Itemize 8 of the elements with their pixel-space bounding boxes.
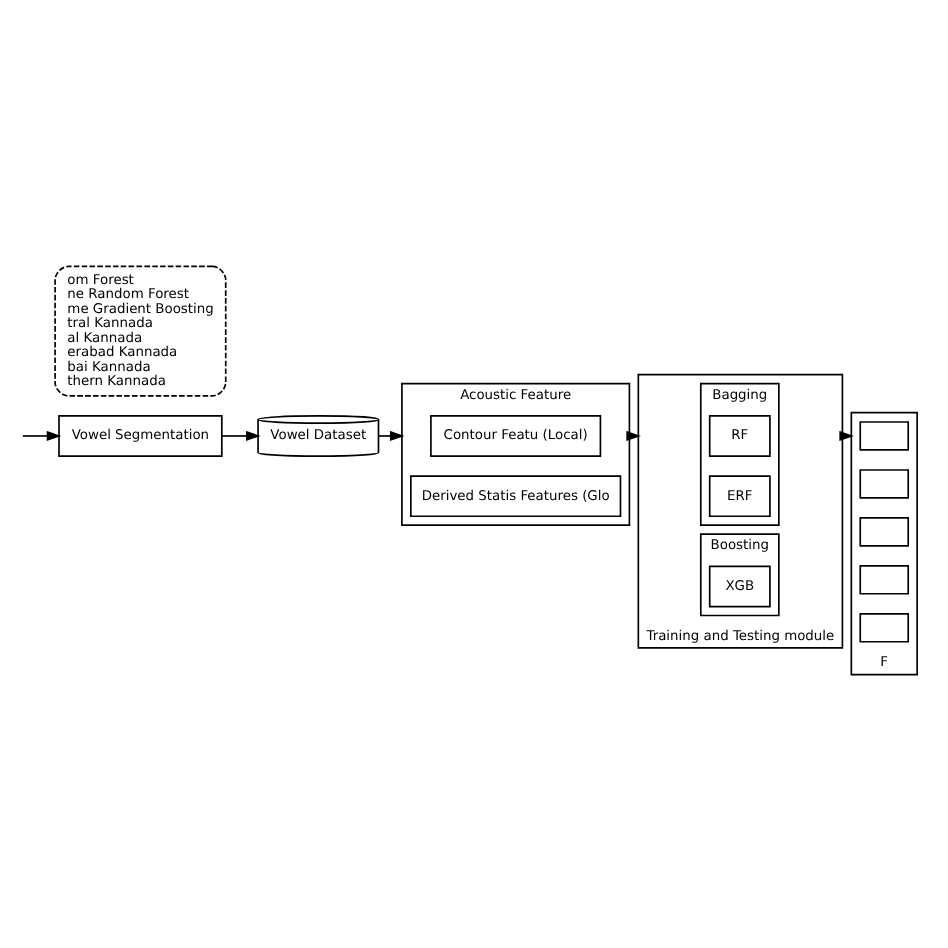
node-box	[859, 564, 910, 594]
arrow	[22, 429, 62, 441]
arrow	[221, 429, 261, 441]
node-box	[859, 516, 910, 546]
node-box	[859, 612, 910, 642]
node-box	[859, 468, 910, 498]
arrow	[378, 429, 405, 441]
node-box	[859, 420, 910, 450]
